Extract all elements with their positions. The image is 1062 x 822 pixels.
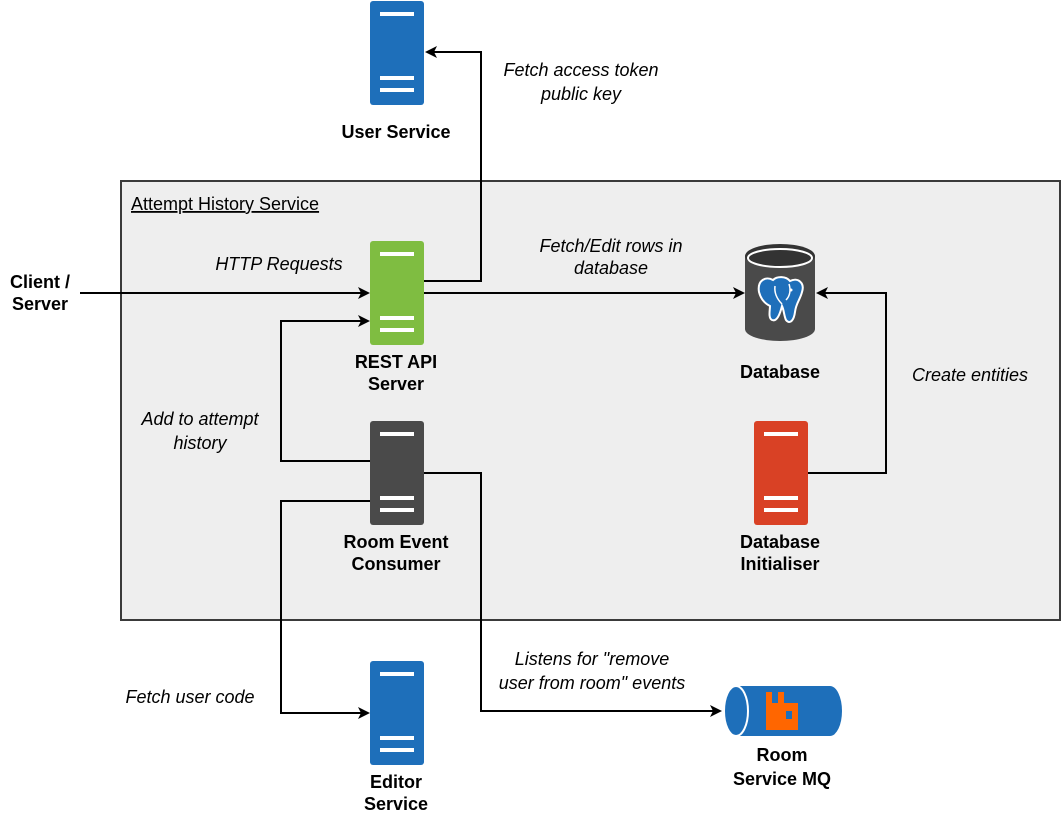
room-event-consumer-node[interactable]: Room Event Consumer (343, 421, 449, 574)
edge-label-listens-line1: Listens for "remove (515, 649, 669, 669)
database-initialiser-label-line1: Database (740, 532, 820, 552)
boundary-title: Attempt History Service (131, 194, 319, 214)
edge-label-listens-line2: user from room" events (499, 673, 685, 693)
edge-label-fetch-edit-line1: Fetch/Edit rows in (539, 236, 682, 256)
edge-label-fetch-token-line1: Fetch access token (503, 60, 658, 80)
server-slot (380, 88, 414, 92)
editor-service-label-line1: Editor (370, 772, 422, 792)
room-service-mq-label-line1: Room (757, 745, 808, 765)
server-slot (380, 252, 414, 256)
edge-label-add-history-line2: history (173, 433, 227, 453)
edge-listens-for (424, 472, 722, 717)
editor-service-node[interactable]: Editor Service (364, 661, 428, 814)
server-slot (380, 328, 414, 332)
queue-end-cap (723, 685, 749, 737)
database-initialiser-node[interactable]: Database Initialiser (740, 421, 820, 574)
edge-label-add-history-line1: Add to attempt (140, 409, 259, 429)
database-node[interactable]: Database (740, 244, 820, 382)
edge-label-fetch-token-line2: public key (540, 84, 622, 104)
edge-create-entities (808, 287, 887, 474)
server-slot (380, 432, 414, 436)
database-initialiser-label-line2: Initialiser (740, 554, 819, 574)
database-top-rim (747, 248, 813, 268)
edge-fetch-user-code (280, 500, 370, 719)
room-service-mq-node[interactable]: Room Service MQ (723, 685, 842, 789)
database-label: Database (740, 362, 820, 382)
edge-label-fetch-user-code: Fetch user code (125, 687, 254, 707)
server-slot (380, 672, 414, 676)
room-service-mq-label-line2: Service MQ (733, 769, 831, 789)
client-label-line2: Server (12, 294, 68, 314)
server-slot (380, 316, 414, 320)
room-event-consumer-label-line1: Room Event (343, 532, 448, 552)
edge-fetch-token (424, 46, 482, 282)
server-slot (764, 508, 798, 512)
server-slot (764, 432, 798, 436)
user-service-label: User Service (341, 122, 450, 142)
server-slot (380, 12, 414, 16)
rabbitmq-logo-icon (766, 692, 798, 730)
editor-service-label-line2: Service (364, 794, 428, 814)
server-slot (380, 496, 414, 500)
edge-add-to-history (280, 315, 370, 462)
rest-api-server-node[interactable]: REST API Server (355, 241, 437, 394)
rest-api-label-line2: Server (368, 374, 424, 394)
edge-label-create-entities: Create entities (912, 365, 1028, 385)
edge-label-fetch-edit-line2: database (574, 258, 648, 278)
server-slot (380, 736, 414, 740)
server-slot (380, 748, 414, 752)
edge-label-http-requests: HTTP Requests (215, 254, 342, 274)
service-boundary (120, 180, 1061, 621)
user-service-node[interactable]: User Service (341, 1, 451, 142)
room-event-consumer-label-line2: Consumer (351, 554, 440, 574)
server-slot (380, 76, 414, 80)
postgresql-elephant-icon (757, 276, 804, 323)
rest-api-label-line1: REST API (355, 352, 437, 372)
server-slot (380, 508, 414, 512)
client-label-line1: Client / (10, 272, 70, 292)
server-slot (764, 496, 798, 500)
